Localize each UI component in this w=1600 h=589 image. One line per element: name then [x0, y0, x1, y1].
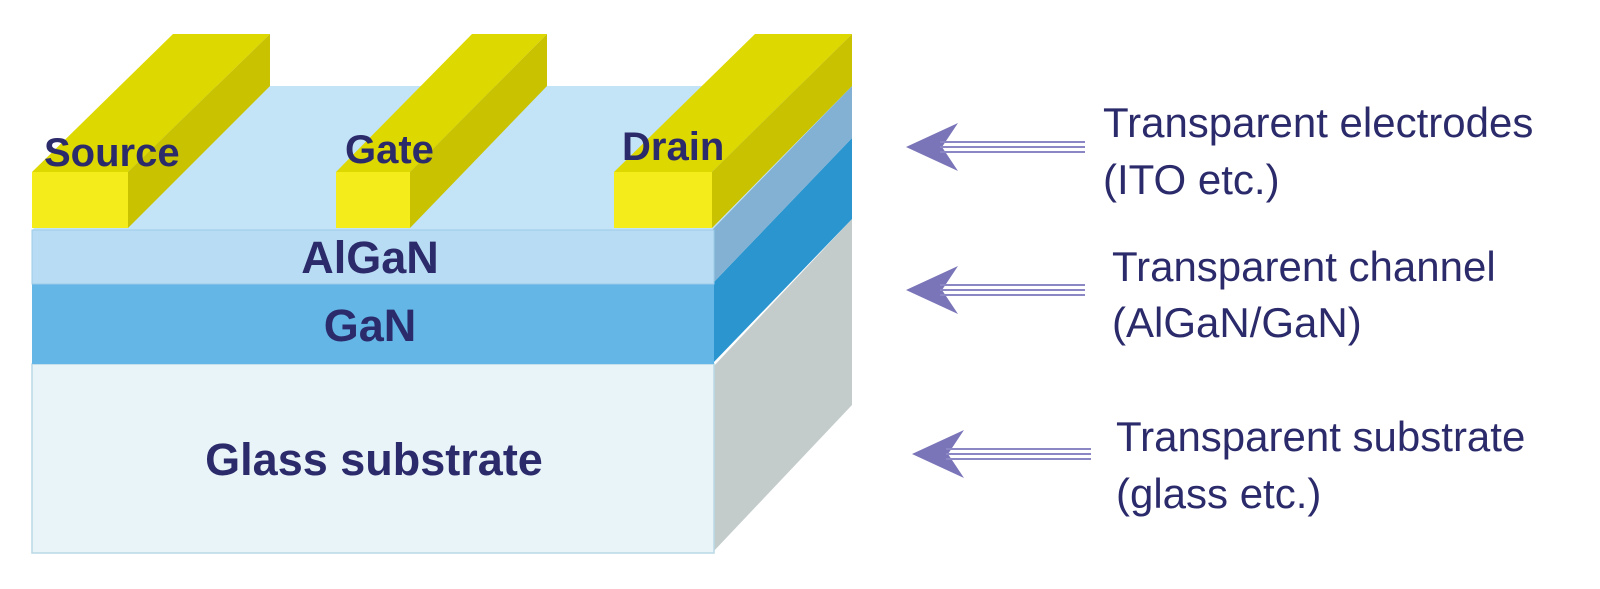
substrate-front-face: [31, 363, 715, 554]
drain-electrode: [614, 34, 852, 228]
algan-front-face: [31, 229, 715, 285]
gan-layer: GaN: [32, 138, 852, 364]
gate-electrode-top: [336, 34, 547, 172]
gate-label: Gate: [345, 128, 434, 172]
substrate-side-face: [712, 219, 852, 553]
channel-annotation-line2: (AlGaN/GaN): [1112, 299, 1362, 346]
gate-electrode: [336, 34, 547, 228]
gate-electrode-side: [410, 34, 547, 228]
source-electrode-top: [32, 34, 270, 172]
source-electrode-front: [32, 172, 128, 228]
drain-label: Drain: [622, 125, 724, 169]
source-electrode-side: [128, 34, 270, 228]
substrate-annotation: Transparent substrate (glass etc.): [1116, 413, 1525, 517]
algan-label: AlGaN: [301, 232, 439, 283]
algan-side-face: [712, 86, 852, 284]
substrate-label: Glass substrate: [205, 434, 543, 485]
gan-label: GaN: [324, 300, 417, 351]
electrodes-annotation: Transparent electrodes (ITO etc.): [1103, 99, 1533, 203]
electrodes-arrow-head: [906, 123, 958, 171]
drain-electrode-top: [614, 34, 852, 172]
substrate-annotation-line2: (glass etc.): [1116, 470, 1321, 517]
gan-side-face: [712, 138, 852, 364]
electrodes-annotation-line1: Transparent electrodes: [1103, 99, 1533, 146]
substrate-arrow: [912, 430, 1091, 478]
channel-annotation-line1: Transparent channel: [1112, 243, 1496, 290]
channel-arrow: [906, 266, 1085, 314]
gan-front-face: [32, 284, 714, 364]
drain-electrode-side: [712, 34, 852, 228]
source-label: Source: [44, 131, 180, 175]
drain-electrode-front: [614, 172, 712, 228]
channel-arrow-head: [906, 266, 958, 314]
electrodes-arrow: [906, 123, 1085, 171]
electrodes-annotation-line2: (ITO etc.): [1103, 156, 1280, 203]
substrate-arrow-head: [912, 430, 964, 478]
substrate-annotation-line1: Transparent substrate: [1116, 413, 1525, 460]
glass-substrate-layer: Glass substrate: [31, 219, 852, 554]
gate-electrode-front: [336, 172, 410, 228]
source-electrode: [32, 34, 270, 228]
channel-annotation: Transparent channel (AlGaN/GaN): [1112, 243, 1496, 346]
